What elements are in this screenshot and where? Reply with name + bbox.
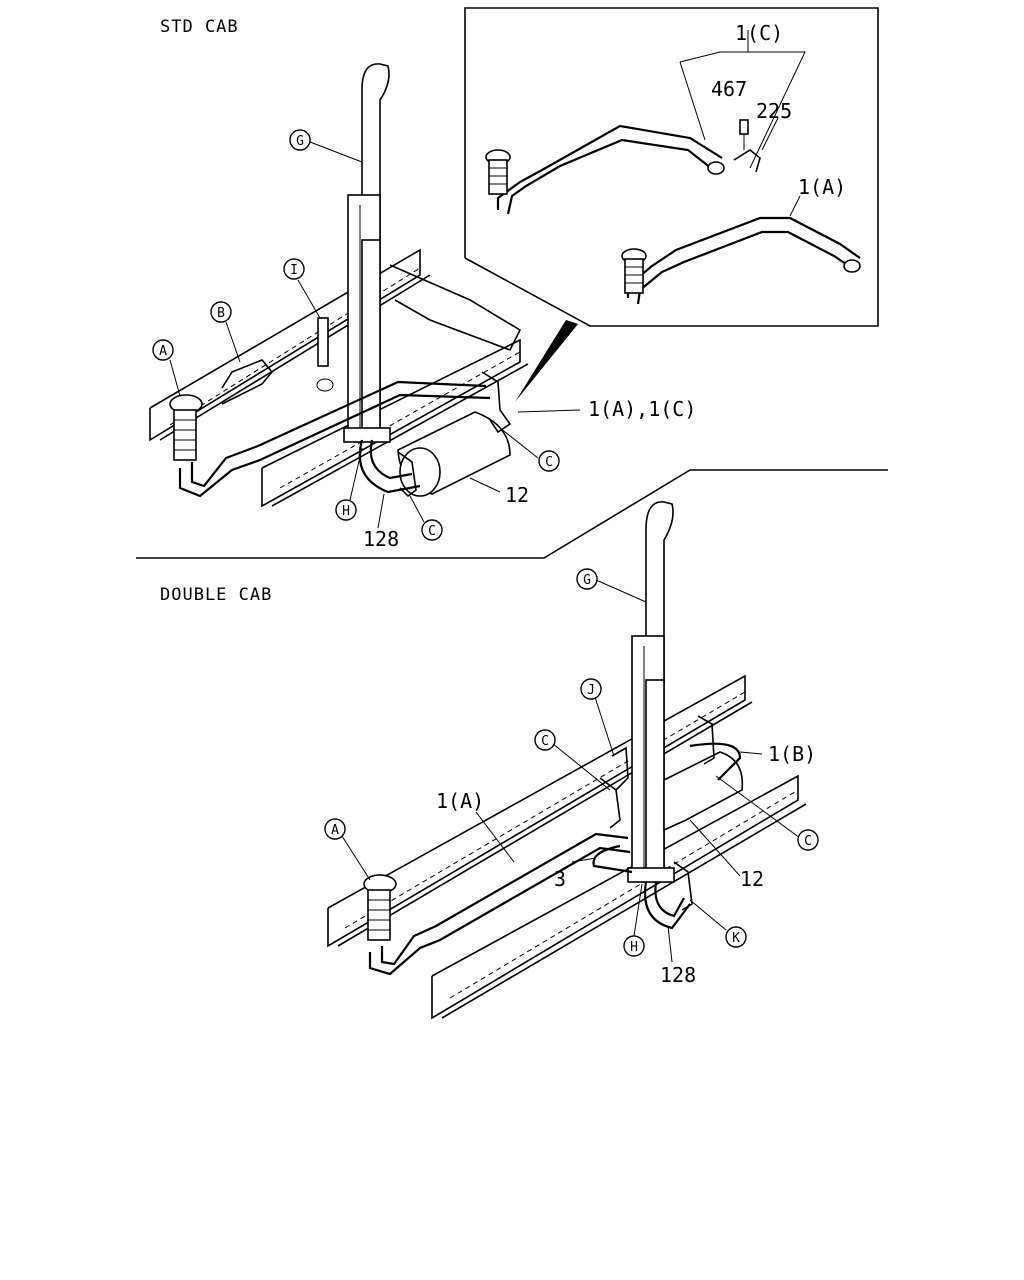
label-12-dc: 12 xyxy=(740,867,764,891)
front-flange-a-dc xyxy=(363,874,397,941)
bracket-b xyxy=(221,359,274,405)
clamp-c-dc2 xyxy=(697,715,715,765)
callout-b xyxy=(210,301,232,323)
label-1a-inset: 1(A) xyxy=(798,175,846,199)
label-3: 3 xyxy=(554,867,566,891)
clamp-k xyxy=(673,861,693,911)
callout-i xyxy=(283,258,305,280)
std-cab-assembly xyxy=(149,63,581,529)
callout-k-dc-text: K xyxy=(732,931,740,946)
label-1a-dc: 1(A) xyxy=(436,789,484,813)
label-467: 467 xyxy=(711,77,747,101)
clamp-j xyxy=(611,746,629,791)
label-12-std: 12 xyxy=(505,483,529,507)
callout-c-right xyxy=(538,450,560,472)
callout-g-text: G xyxy=(296,134,304,149)
label-128-dc: 128 xyxy=(660,963,696,987)
pipe-end xyxy=(707,161,725,175)
callout-c-dc-upper xyxy=(534,729,556,751)
callout-h xyxy=(335,499,357,521)
pipe-1b xyxy=(689,742,742,781)
callout-a-dc-text: A xyxy=(331,823,339,838)
label-128-std: 128 xyxy=(363,527,399,551)
inset-detail: 1(C) 467 225 1(A) xyxy=(464,7,879,327)
clamp-i xyxy=(317,317,329,367)
std-cab-title: STD CAB xyxy=(160,17,239,37)
muffler-12-dc xyxy=(663,751,744,832)
frame-rail-right-dc xyxy=(431,774,807,1020)
callout-h-dc-text: H xyxy=(630,940,638,955)
bracket-225 xyxy=(733,149,761,173)
callout-j-dc-text: J xyxy=(587,683,595,698)
bolt-467 xyxy=(739,119,749,150)
double-cab-assembly xyxy=(327,501,807,1020)
callout-c-dc-right xyxy=(797,829,819,851)
pipe-128 xyxy=(358,439,421,494)
clamp-c-dc1 xyxy=(599,777,621,829)
callout-c-right-text: C xyxy=(545,455,553,470)
callout-g xyxy=(289,129,311,151)
callout-h-text: H xyxy=(342,504,350,519)
callout-a-dc xyxy=(324,818,346,840)
callout-c-bottom xyxy=(421,519,443,541)
callout-a xyxy=(152,339,174,361)
callout-c-dc-right-text: C xyxy=(804,834,812,849)
callout-g-dc-text: G xyxy=(583,573,591,588)
callout-j-dc xyxy=(580,678,602,700)
clamp-c2 xyxy=(397,451,417,498)
callout-g-dc xyxy=(576,568,598,590)
front-flange-a xyxy=(169,394,203,461)
stack-pipe-g-dc xyxy=(627,501,675,883)
label-1b: 1(B) xyxy=(768,742,816,766)
callout-a-text: A xyxy=(159,344,167,359)
clamp-c1 xyxy=(481,371,512,434)
double-callouts: G J C A C H K xyxy=(324,568,819,957)
callout-c-dc-upper-text: C xyxy=(541,734,549,749)
double-cab-title: DOUBLE CAB xyxy=(160,585,272,605)
pipe-3 xyxy=(592,844,633,874)
label-1c: 1(C) xyxy=(735,21,783,45)
frame-rail-left-dc xyxy=(327,674,753,948)
section-divider xyxy=(136,469,888,559)
label-225: 225 xyxy=(756,99,792,123)
std-callouts: G I B A C C H xyxy=(152,129,560,541)
callout-b-text: B xyxy=(217,306,225,321)
inlet-flange-1c xyxy=(485,149,511,195)
stack-pipe-g xyxy=(343,63,391,443)
inlet-flange-1a xyxy=(621,248,647,294)
detail-pointer xyxy=(515,320,578,402)
callout-k-dc xyxy=(725,926,747,948)
pipe-128-dc xyxy=(644,881,691,930)
callout-c-bottom-text: C xyxy=(428,524,436,539)
label-1a-1c: 1(A),1(C) xyxy=(588,397,696,421)
callout-h-dc xyxy=(623,935,645,957)
callout-i-text: I xyxy=(290,263,298,278)
